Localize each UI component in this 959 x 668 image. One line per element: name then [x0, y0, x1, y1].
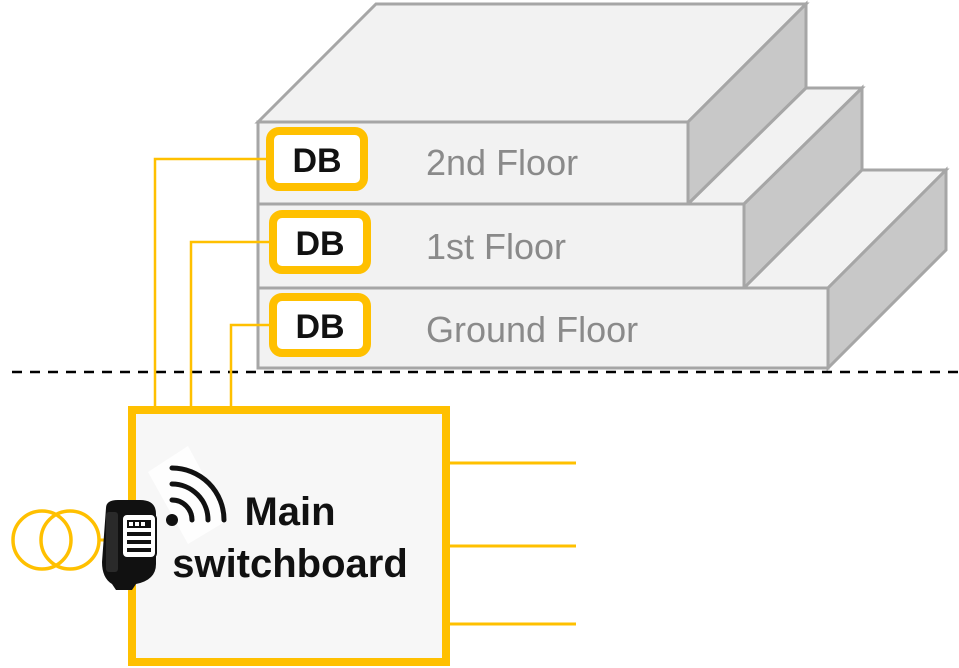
- main-switchboard-label-line1: Main: [244, 490, 335, 534]
- main-switchboard-box: [128, 406, 450, 666]
- main-switchboard[interactable]: Main switchboard: [128, 406, 450, 666]
- db-label-ground: DB: [295, 308, 344, 346]
- wireless-signal-icon: [148, 446, 228, 544]
- floor-label-ground: Ground Floor: [426, 309, 638, 350]
- distribution-board-1st[interactable]: DB: [269, 210, 371, 274]
- outgoing-circuits: [450, 461, 576, 626]
- smart-meter-icon: [102, 500, 157, 590]
- feeder-cable-2nd: [153, 157, 270, 408]
- main-switchboard-label-line2: switchboard: [172, 542, 408, 586]
- db-label-2nd: DB: [292, 142, 341, 180]
- distribution-board-ground[interactable]: DB: [269, 293, 371, 357]
- distribution-board-2nd[interactable]: DB: [266, 127, 368, 191]
- db-label-1st: DB: [295, 225, 344, 263]
- floor-label-2nd: 2nd Floor: [426, 142, 578, 183]
- transformer-icon: [11, 509, 101, 571]
- feeder-cable-ground: [229, 323, 273, 408]
- feeder-cables: [153, 157, 273, 408]
- floor-label-1st: 1st Floor: [426, 226, 566, 267]
- feeder-cable-1st: [189, 240, 273, 408]
